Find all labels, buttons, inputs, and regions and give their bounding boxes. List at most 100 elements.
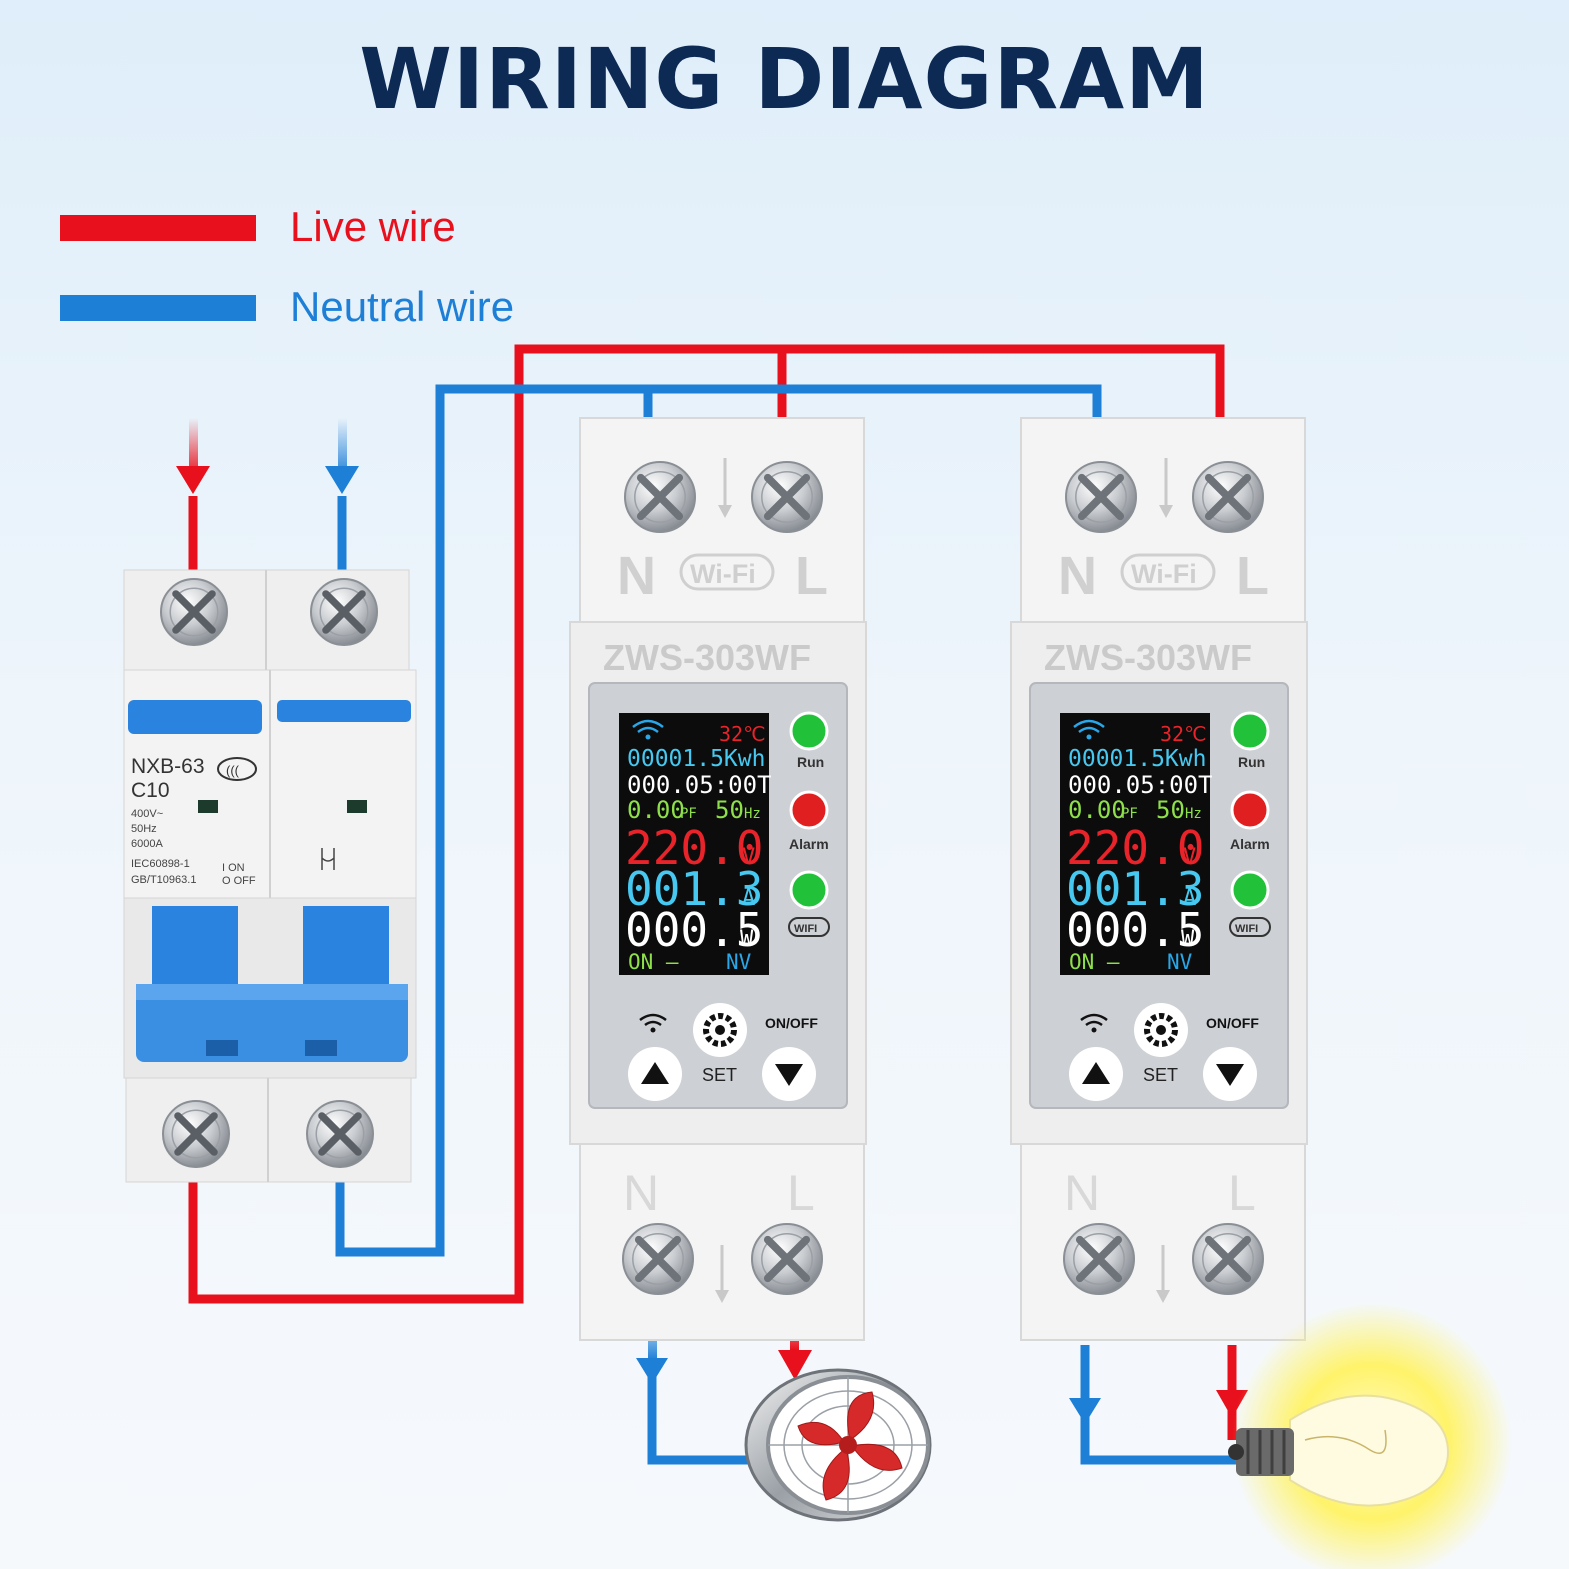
lcd-voltage: 220.0 [625,821,763,875]
breaker-screw-top-neutral[interactable] [310,578,378,646]
wifi-signal-icon [632,719,664,740]
lcd-energy: 00001.5Kwh [1068,746,1206,772]
led-wifi [1230,870,1270,910]
breaker-switch-off-label: O OFF [222,875,256,887]
m1-neutral-out-arrow [636,1358,668,1384]
lcd-freq-unit: Hz [744,806,761,822]
lcd-power-unit: W [1181,927,1195,952]
meter-screw-bottom-live[interactable] [1192,1223,1264,1295]
terminal-label-live-bottom: L [787,1165,815,1221]
lcd-status-nv: NV [1167,950,1193,974]
live-bus-wire [188,344,1225,1304]
lcd-voltage-unit: V [742,845,755,870]
neutral-input-arrow [325,466,359,494]
live-input-arrow [176,466,210,494]
down-arrow-button[interactable] [762,1047,816,1101]
led-run [1230,711,1270,751]
breaker-spec-capacity: 6000A [131,838,163,850]
breaker-label-strip-1 [128,700,262,734]
terminal-label-neutral: N [1058,546,1097,606]
breaker-indicator-1 [198,800,218,813]
legend-live-label: Live wire [290,203,456,250]
m2-neutral-out-wire [1080,1345,1240,1465]
down-arrow-button[interactable] [1203,1047,1257,1101]
wifi-badge: Wi-Fi [690,559,756,589]
lcd-time: 000.05:00T [627,771,772,799]
meter-screw-top-neutral[interactable] [624,461,696,533]
breaker-toggle-right[interactable] [303,906,389,986]
breaker-spec-voltage: 400V~ [131,808,163,820]
up-arrow-button[interactable] [628,1047,682,1101]
m1-live-out-arrow [778,1350,812,1380]
lcd-current-unit: A [1183,886,1196,911]
lcd-frequency: 50 [715,796,744,824]
light-bulb-icon [1228,1302,1512,1569]
lcd-power-factor: 0.00 [627,796,685,824]
set-gear-button[interactable] [693,1003,747,1057]
led-wifi [789,870,829,910]
lcd-status-on: ON — [1069,950,1120,974]
breaker-spec-frequency: 50Hz [131,823,157,835]
breaker-indicator-2 [347,800,367,813]
breaker-standard-1: IEC60898-1 [131,858,190,870]
live-input-fade [189,418,198,478]
meter-screw-top-live[interactable] [1192,461,1264,533]
lcd-current: 001.3 [625,862,763,916]
meter-screw-bottom-live[interactable] [751,1223,823,1295]
meter-screw-bottom-neutral[interactable] [622,1223,694,1295]
meter-model-label: ZWS-303WF [603,637,811,678]
led-alarm [1230,790,1270,830]
lcd-screen [619,713,769,975]
led-wifi-label: WIFI [1235,923,1258,935]
wifi-button-icon[interactable] [1080,1013,1108,1033]
lcd-screen [1060,713,1210,975]
led-wifi-label: WIFI [794,923,817,935]
up-arrow-button[interactable] [1069,1047,1123,1101]
set-gear-button[interactable] [1134,1003,1188,1057]
lcd-temperature: 32℃ [1160,722,1207,746]
breaker-screw-top-live[interactable] [160,578,228,646]
legend-neutral-swatch [60,295,256,321]
lcd-voltage-unit: V [1183,845,1196,870]
lcd-pf-unit: PF [680,806,697,822]
wifi-signal-icon [1073,719,1105,740]
terminal-label-neutral: N [617,546,656,606]
led-run-label: Run [797,754,824,770]
breaker-screw-bottom-live[interactable] [162,1100,230,1168]
led-alarm [789,790,829,830]
breaker-toggle-left[interactable] [152,906,238,986]
circuit-breaker: NXB-63 C10 ((( 400V~ 50Hz 6000A IEC60898… [123,569,417,1183]
breaker-switch-on-label: I ON [222,862,245,874]
breaker-screw-bottom-neutral[interactable] [306,1100,374,1168]
svg-text:(((: ((( [226,763,240,778]
terminal-label-live-bottom: L [1228,1165,1256,1221]
lcd-status-on: ON — [628,950,679,974]
wifi-button-icon[interactable] [639,1013,667,1033]
lcd-power-factor: 0.00 [1068,796,1126,824]
breaker-handle[interactable] [136,984,408,1062]
page-title: WIRING DIAGRAM [359,30,1210,128]
legend-live-swatch [60,215,256,241]
set-label: SET [702,1065,737,1085]
lcd-power: 000.5 [1066,903,1204,957]
lcd-freq-unit: Hz [1185,806,1202,822]
terminal-label-live: L [795,546,828,606]
meter-screw-top-neutral[interactable] [1065,461,1137,533]
breaker-label-strip-2 [277,700,411,722]
lcd-temperature: 32℃ [719,722,766,746]
meter-screw-top-live[interactable] [751,461,823,533]
led-run [789,711,829,751]
lcd-pf-unit: PF [1121,806,1138,822]
breaker-rating: C10 [131,779,170,802]
led-alarm-label: Alarm [789,836,829,852]
wifi-badge: Wi-Fi [1131,559,1197,589]
terminal-label-neutral-bottom: N [623,1165,659,1221]
breaker-screws [160,578,378,1168]
meter-screw-bottom-neutral[interactable] [1063,1223,1135,1295]
m1-neutral-out-wire [647,1375,770,1465]
lcd-frequency: 50 [1156,796,1185,824]
breaker-standard-2: GB/T10963.1 [131,874,196,886]
fan-icon [744,1368,932,1522]
